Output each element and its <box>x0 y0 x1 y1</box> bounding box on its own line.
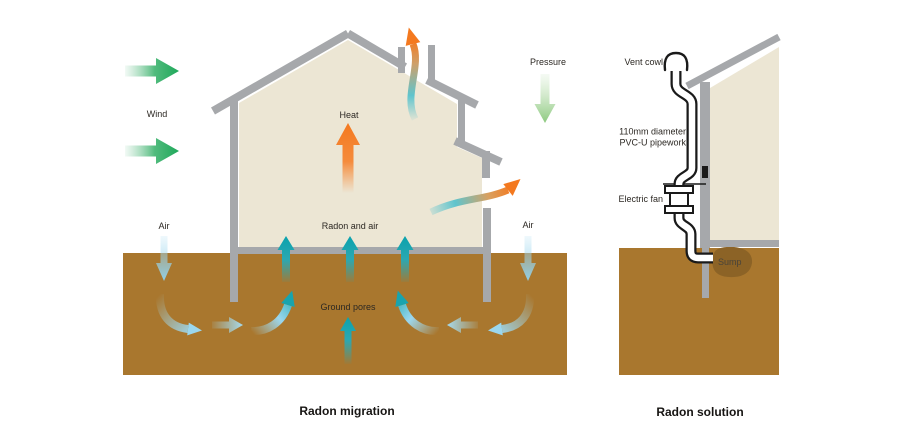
air-down-arrow-right <box>520 236 536 281</box>
soil-right-arrow <box>212 317 243 333</box>
floor-slab-right-house <box>710 240 779 247</box>
foundation-right-house <box>702 248 709 298</box>
electric-fan-label: Electric fan <box>618 193 663 204</box>
ground-pores-arrow <box>340 317 356 364</box>
pipe-wall-bracket <box>702 166 708 178</box>
air-down-arrow-left <box>156 236 172 281</box>
pipework-label-line1: 110mm diameter <box>619 126 686 137</box>
soil-curl-up-left-arrowhead <box>281 290 295 307</box>
heat-arrow <box>336 123 360 193</box>
wind-arrow-top <box>125 58 179 84</box>
pressure-label: Pressure <box>529 56 567 67</box>
radon-up-arrow-3 <box>396 236 414 282</box>
right-wall-upper <box>482 151 490 178</box>
roof-step <box>453 137 503 166</box>
fan-bottom-flange <box>664 205 694 214</box>
house-interior-right <box>710 47 779 240</box>
soil-curl-up-left-arrow <box>250 303 292 336</box>
vent-cowl-cap <box>663 51 689 72</box>
soil-flow-arrows <box>155 290 535 336</box>
soil-left-arrow <box>447 317 478 333</box>
radon-migration-caption: Radon migration <box>299 404 395 418</box>
radon-up-arrow-2 <box>341 236 359 282</box>
radon-and-air-label: Radon and air <box>321 220 379 231</box>
roof-right-upper <box>345 30 408 71</box>
vent-pipe-bore <box>672 71 713 262</box>
air-label-left: Air <box>158 220 170 231</box>
electric-fan-unit <box>664 185 694 214</box>
sump-label: Sump <box>718 256 742 267</box>
vent-cowl-label: Vent cowl <box>624 56 663 67</box>
flue-escape-arrow <box>407 42 420 121</box>
wind-label: Wind <box>146 108 168 119</box>
roof-right-house <box>685 33 781 90</box>
soil-curl-up-right-arrow <box>398 303 440 336</box>
pressure-arrow <box>534 74 556 123</box>
fan-top-flange <box>664 185 694 194</box>
soil-curl-down-right-arrowhead <box>488 322 503 336</box>
chimney-right-stack <box>428 45 435 85</box>
wind-arrow-bottom <box>125 138 179 164</box>
wall-right-house <box>700 82 710 248</box>
wall-exit-arrow <box>429 186 510 216</box>
right-wall-lower <box>483 208 491 302</box>
wall-exit-arrowhead <box>503 179 521 196</box>
radon-up-arrow-1 <box>277 236 295 282</box>
radon-entry-arrows <box>277 236 414 364</box>
soil-curl-down-right-arrow <box>501 293 535 333</box>
flue-escape-arrowhead <box>405 27 421 46</box>
soil-curl-down-left-arrow <box>155 293 189 333</box>
fan-body <box>669 192 689 207</box>
soil-curl-down-left-arrowhead <box>187 322 202 336</box>
vent-pipe-assembly <box>663 51 713 264</box>
roof-right-lower <box>425 76 479 109</box>
pipework-label-line2: PVC-U pipework <box>619 137 686 147</box>
air-label-right: Air <box>522 219 534 230</box>
heat-label: Heat <box>339 109 359 120</box>
roof-left <box>211 30 350 115</box>
radon-solution-caption: Radon solution <box>656 405 744 419</box>
ground-pores-label: Ground pores <box>320 301 376 312</box>
pipework-label: 110mm diameter PVC-U pipework <box>619 127 686 148</box>
soil-curl-up-right-arrowhead <box>395 290 409 307</box>
left-wall <box>230 100 238 302</box>
house-structure <box>211 30 503 302</box>
sump-blob <box>712 246 753 278</box>
radon-migration-diagram <box>123 27 567 375</box>
right-step-wall <box>458 98 465 145</box>
chimney-left-stack <box>398 47 405 73</box>
floor-slab <box>230 247 490 254</box>
radon-solution-diagram <box>619 33 781 375</box>
soil-block-right <box>619 248 779 375</box>
house-structure-right <box>685 33 781 298</box>
house-interior <box>239 40 482 247</box>
